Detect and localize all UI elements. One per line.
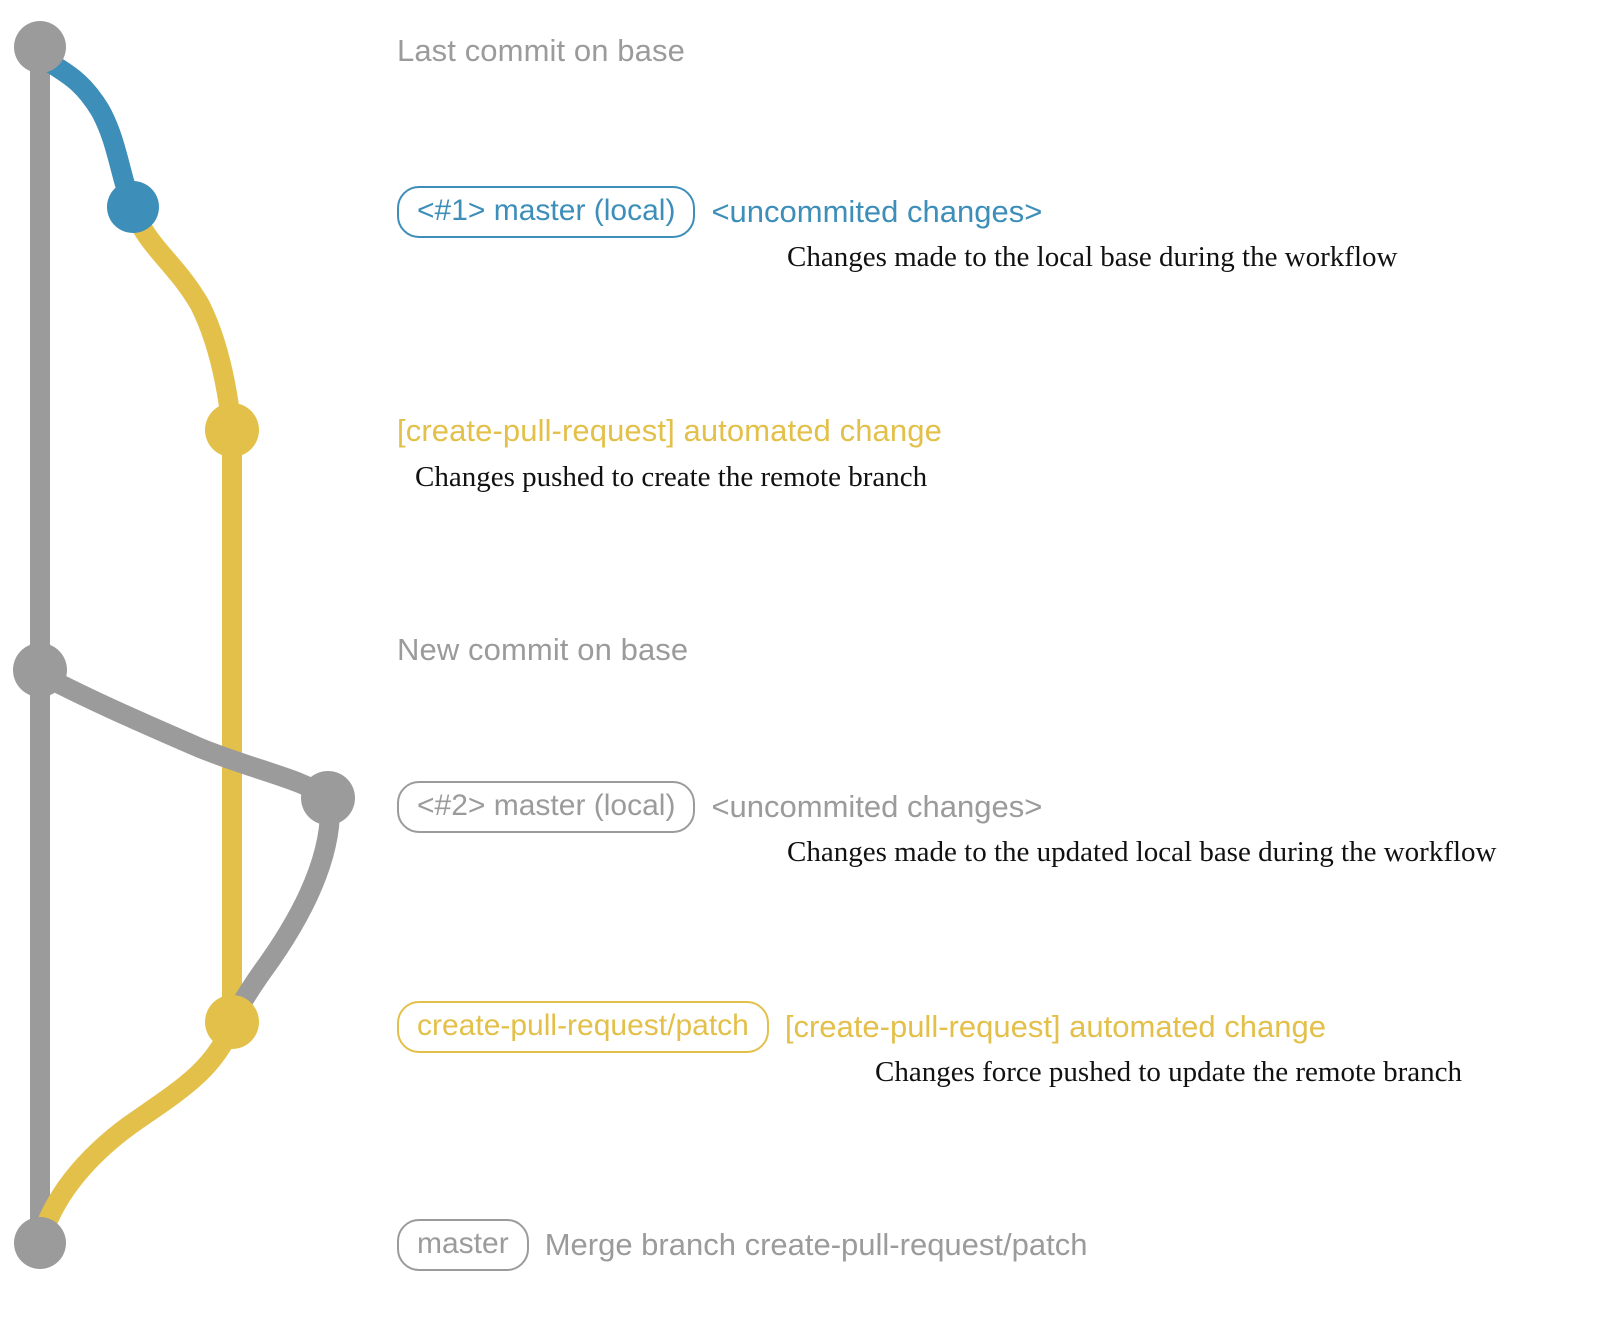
edge-base-to-local1 (30, 45, 143, 217)
row-master-local-1: <#1> master (local) <uncommited changes> (397, 186, 1042, 238)
edge-patch2-to-merge (30, 1016, 242, 1253)
row-master-local-2: <#2> master (local) <uncommited changes> (397, 781, 1042, 833)
commit-subject-automated-change-2: [create-pull-request] automated change (784, 1008, 1326, 1044)
edge-base-to-local2 (34, 666, 338, 808)
commit-nodes (13, 21, 355, 1269)
node-last-commit-on-base (14, 21, 66, 73)
description-master-local-1: Changes made to the local base during th… (787, 241, 1398, 273)
commit-subject-last-commit-on-base: Last commit on base (397, 33, 685, 68)
description-automated-change-2: Changes force pushed to update the remot… (875, 1056, 1463, 1088)
commit-subject-new-commit-on-base: New commit on base (397, 632, 689, 667)
commit-subject-automated-change-1: [create-pull-request] automated change (397, 413, 942, 448)
row-automated-change-1: [create-pull-request] automated change (397, 413, 942, 449)
row-automated-change-2: create-pull-request/patch [create-pull-r… (397, 1001, 1326, 1053)
edge-local1-to-patch1 (123, 200, 242, 440)
node-master-local-1 (107, 181, 159, 233)
node-master-local-2 (301, 771, 355, 825)
badge-master[interactable]: master (397, 1219, 529, 1271)
row-merge-commit: master Merge branch create-pull-request/… (397, 1219, 1087, 1271)
description-automated-change-1: Changes pushed to create the remote bran… (415, 461, 928, 493)
badge-master-local-1[interactable]: <#1> master (local) (397, 186, 696, 238)
git-graph (13, 21, 355, 1269)
node-automated-change-1 (205, 403, 259, 457)
commit-subject-merge-commit: Merge branch create-pull-request/patch (544, 1226, 1088, 1262)
edge-local2-to-patch2 (222, 794, 341, 1032)
commit-subject-master-local-2: <uncommited changes> (711, 788, 1043, 824)
row-new-commit-on-base: New commit on base (397, 632, 688, 668)
node-merge-commit (14, 1217, 66, 1269)
badge-create-pull-request-patch[interactable]: create-pull-request/patch (397, 1001, 769, 1053)
node-automated-change-2 (205, 995, 259, 1049)
commit-subject-master-local-1: <uncommited changes> (711, 193, 1043, 229)
description-master-local-2: Changes made to the updated local base d… (787, 836, 1497, 868)
node-new-commit-on-base (13, 643, 67, 697)
row-last-commit-on-base: Last commit on base (397, 33, 685, 69)
badge-master-local-2[interactable]: <#2> master (local) (397, 781, 696, 833)
